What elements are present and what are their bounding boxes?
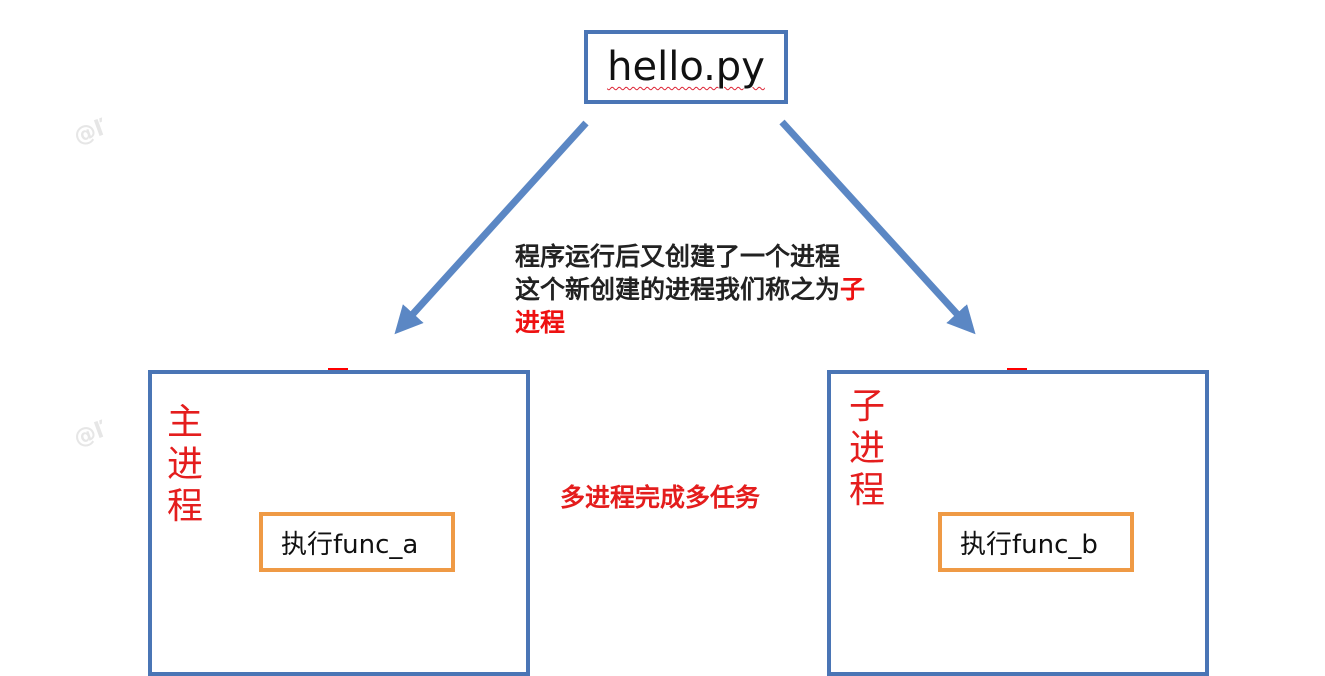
note-line-2-text: 这个新创建的进程我们称之为 <box>515 275 841 304</box>
note-highlight-char: 子 <box>840 275 866 304</box>
file-box: hello.py <box>584 30 788 104</box>
main-task-text: 执行func_a <box>281 529 419 560</box>
child-process-label: 子进程 <box>848 386 885 511</box>
child-task-text: 执行func_b <box>960 529 1098 560</box>
main-process-label: 主进程 <box>166 402 203 527</box>
note-line-2: 这个新创建的进程我们称之为子 <box>515 273 935 306</box>
main-task-box: 执行func_a <box>259 512 455 572</box>
arrow-to-main-process <box>394 120 589 335</box>
file-name: hello.py <box>607 44 765 90</box>
child-task-box: 执行func_b <box>938 512 1134 572</box>
note-line-3: 进程 <box>515 308 566 337</box>
explanation-note: 程序运行后又创建了一个进程 这个新创建的进程我们称之为子 进程 <box>515 240 935 339</box>
note-line-1: 程序运行后又创建了一个进程 <box>515 242 841 271</box>
arrow-to-child-process <box>779 119 976 335</box>
center-caption: 多进程完成多任务 <box>560 483 761 512</box>
